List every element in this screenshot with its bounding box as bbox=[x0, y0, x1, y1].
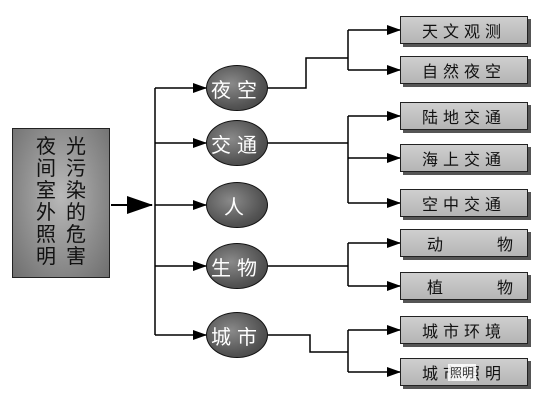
leaf-plants-right: 物 bbox=[496, 278, 513, 297]
leaf-air-traffic: 空中交通 bbox=[400, 189, 528, 217]
leaf-animals: 动 物 bbox=[400, 229, 528, 257]
node-city: 城市 bbox=[206, 312, 268, 358]
root-title-line-1: 光污染的危害 bbox=[66, 134, 86, 268]
node-human: 人 bbox=[206, 182, 268, 228]
leaf-land-traffic: 陆地交通 bbox=[400, 102, 528, 130]
leaf-plants: 植 物 bbox=[400, 272, 528, 300]
node-organisms: 生物 bbox=[206, 243, 268, 289]
leaf-sea-traffic: 海上交通 bbox=[400, 144, 528, 172]
root-title-line-2: 夜间室外照明 bbox=[36, 134, 56, 268]
leaf-city-lighting: 城市照明 bbox=[400, 358, 528, 386]
leaf-animals-left: 动 bbox=[427, 235, 444, 254]
leaf-astronomy: 天文观测 bbox=[400, 16, 528, 44]
root-box: 光污染的危害 夜间室外照明 bbox=[12, 128, 110, 278]
leaf-animals-right: 物 bbox=[496, 235, 513, 254]
node-traffic: 交通 bbox=[206, 120, 268, 166]
watermark-text: 照明 bbox=[448, 364, 477, 381]
link-node1 bbox=[268, 57, 348, 89]
node-night-sky: 夜空 bbox=[206, 65, 268, 111]
leaf-natural-sky: 自然夜空 bbox=[400, 56, 528, 84]
leaf-plants-left: 植 bbox=[427, 278, 444, 297]
link-node5 bbox=[268, 334, 348, 353]
leaf-city-environment: 城市环境 bbox=[400, 316, 528, 344]
